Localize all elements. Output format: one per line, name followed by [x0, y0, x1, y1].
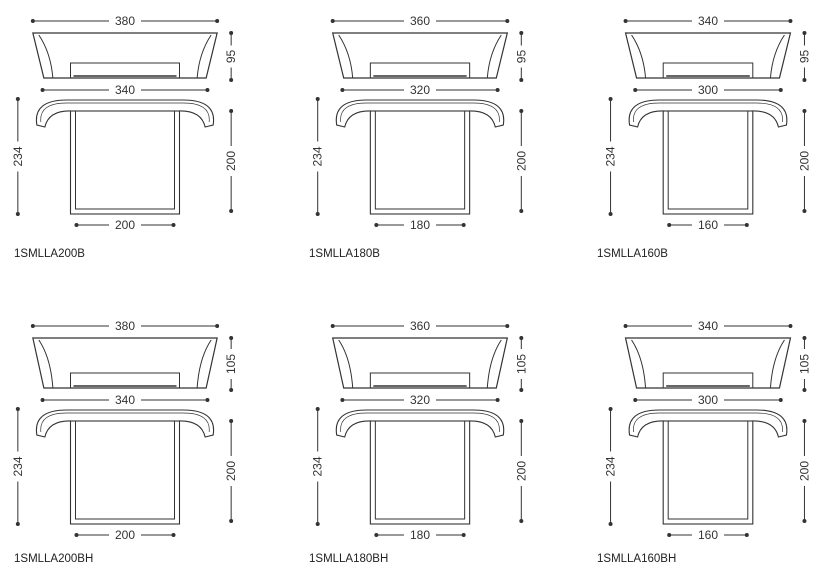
towel-height-dimension: 200 — [514, 109, 528, 213]
height-dimension-label: 95 — [224, 50, 238, 64]
towel-height-dimension: 200 — [224, 419, 238, 523]
inner-width-dimension: 320 — [340, 393, 500, 407]
height-dimension-label: 95 — [514, 50, 528, 64]
towel-width-dimension-label: 160 — [698, 528, 718, 542]
towel-width-dimension: 200 — [74, 218, 176, 232]
product-code: 1SMLLA160BH — [597, 553, 676, 565]
total-height-dimension: 234 — [604, 97, 618, 216]
total-height-dimension: 234 — [11, 407, 25, 526]
towel-rail-top-view — [335, 409, 505, 525]
towel-height-dimension: 200 — [224, 109, 238, 213]
top-width-dimension-label: 340 — [698, 319, 718, 333]
total-height-dimension: 234 — [604, 407, 618, 526]
basin-side-view — [624, 337, 792, 389]
inner-width-dimension: 340 — [40, 393, 210, 407]
towel-height-dimension-label: 200 — [224, 151, 238, 171]
towel-width-dimension: 180 — [374, 218, 466, 232]
height-dimension: 95 — [797, 31, 811, 82]
towel-rail-top-view — [35, 409, 215, 525]
total-height-dimension: 234 — [311, 97, 325, 216]
inner-width-dimension-label: 320 — [410, 83, 430, 97]
height-dimension: 105 — [797, 336, 811, 392]
product-drawing: 360 95 320 234 200 180 1SMLLA180B — [309, 14, 528, 260]
inner-width-dimension: 300 — [633, 393, 783, 407]
towel-width-dimension: 180 — [374, 528, 466, 542]
towel-width-dimension-label: 160 — [698, 218, 718, 232]
product-drawing: 340 105 300 234 200 160 1SMLLA160BH — [597, 319, 811, 565]
product-drawing: 380 95 340 234 200 200 1SMLLA200B — [11, 14, 238, 260]
basin-side-view — [624, 32, 792, 79]
height-dimension-label: 105 — [797, 354, 811, 374]
top-width-dimension: 380 — [30, 319, 220, 333]
product-code: 1SMLLA200B — [14, 248, 85, 260]
inner-width-dimension-label: 300 — [698, 393, 718, 407]
top-width-dimension: 360 — [330, 14, 510, 28]
total-height-dimension: 234 — [311, 407, 325, 526]
top-width-dimension-label: 360 — [410, 319, 430, 333]
top-width-dimension: 340 — [623, 14, 793, 28]
product-drawing: 380 105 340 234 200 200 1SMLLA200BH — [11, 319, 238, 565]
towel-width-dimension-label: 200 — [115, 218, 135, 232]
inner-width-dimension-label: 340 — [115, 393, 135, 407]
towel-height-dimension-label: 200 — [514, 461, 528, 481]
total-height-dimension-label: 234 — [604, 456, 618, 476]
total-height-dimension-label: 234 — [311, 456, 325, 476]
total-height-dimension-label: 234 — [604, 146, 618, 166]
basin-side-view — [32, 337, 218, 389]
inner-width-dimension-label: 300 — [698, 83, 718, 97]
inner-width-dimension: 340 — [40, 83, 210, 97]
height-dimension-label: 95 — [797, 50, 811, 64]
product-code: 1SMLLA180B — [309, 248, 380, 260]
towel-width-dimension: 160 — [667, 218, 749, 232]
towel-height-dimension: 200 — [797, 419, 811, 523]
total-height-dimension: 234 — [11, 97, 25, 216]
product-code: 1SMLLA200BH — [14, 553, 93, 565]
inner-width-dimension-label: 340 — [115, 83, 135, 97]
towel-height-dimension: 200 — [514, 419, 528, 523]
towel-height-dimension-label: 200 — [797, 151, 811, 171]
towel-rail-top-view — [35, 99, 215, 215]
towel-height-dimension-label: 200 — [514, 151, 528, 171]
total-height-dimension-label: 234 — [11, 146, 25, 166]
towel-width-dimension: 200 — [74, 528, 176, 542]
top-width-dimension: 380 — [30, 14, 220, 28]
towel-height-dimension-label: 200 — [224, 461, 238, 481]
basin-side-view — [32, 32, 218, 79]
top-width-dimension-label: 380 — [115, 319, 135, 333]
product-code: 1SMLLA180BH — [309, 553, 388, 565]
inner-width-dimension-label: 320 — [410, 393, 430, 407]
product-drawing: 340 95 300 234 200 160 1SMLLA160B — [597, 14, 811, 260]
towel-rail-top-view — [628, 99, 788, 215]
height-dimension: 105 — [224, 336, 238, 392]
towel-width-dimension: 160 — [667, 528, 749, 542]
basin-side-view — [331, 32, 509, 79]
top-width-dimension-label: 360 — [410, 14, 430, 28]
towel-width-dimension-label: 200 — [115, 528, 135, 542]
height-dimension: 95 — [514, 31, 528, 82]
total-height-dimension-label: 234 — [311, 146, 325, 166]
height-dimension-label: 105 — [224, 354, 238, 374]
top-width-dimension-label: 340 — [698, 14, 718, 28]
top-width-dimension: 340 — [623, 319, 793, 333]
product-code: 1SMLLA160B — [597, 248, 668, 260]
towel-height-dimension-label: 200 — [797, 461, 811, 481]
height-dimension: 95 — [224, 31, 238, 82]
height-dimension-label: 105 — [514, 354, 528, 374]
inner-width-dimension: 320 — [340, 83, 500, 97]
towel-width-dimension-label: 180 — [410, 218, 430, 232]
height-dimension: 105 — [514, 336, 528, 392]
towel-rail-top-view — [335, 99, 505, 215]
basin-side-view — [331, 337, 509, 389]
towel-rail-top-view — [628, 409, 788, 525]
top-width-dimension-label: 380 — [115, 14, 135, 28]
top-width-dimension: 360 — [330, 319, 510, 333]
towel-width-dimension-label: 180 — [410, 528, 430, 542]
inner-width-dimension: 300 — [633, 83, 783, 97]
towel-height-dimension: 200 — [797, 109, 811, 213]
product-drawing: 360 105 320 234 200 180 1SMLLA180BH — [309, 319, 528, 565]
total-height-dimension-label: 234 — [11, 456, 25, 476]
